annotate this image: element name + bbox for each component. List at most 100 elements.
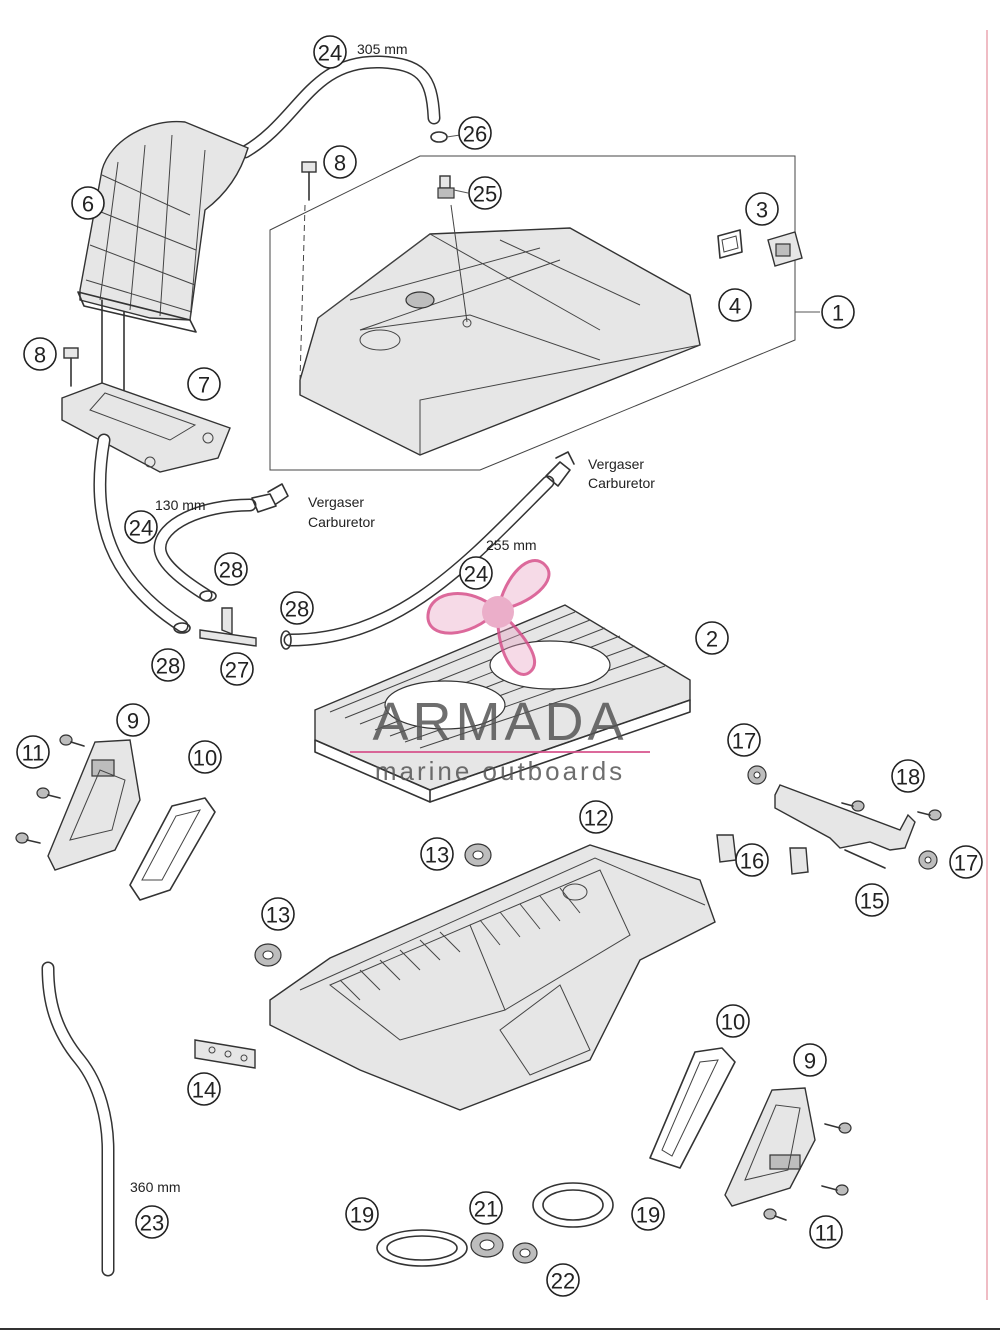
callout-2: 2 (695, 621, 729, 655)
svg-text:21: 21 (474, 1197, 498, 1222)
cover-9-right (724, 1087, 816, 1207)
callout-24a: 24 (313, 35, 347, 69)
svg-text:12: 12 (584, 806, 608, 831)
callout-28c: 28 (280, 591, 314, 625)
gasket-10-right (649, 1047, 736, 1169)
svg-text:24: 24 (129, 516, 153, 541)
grommet-17-right (918, 850, 938, 870)
svg-text:25: 25 (473, 182, 497, 207)
svg-text:13: 13 (425, 843, 449, 868)
clamp-28-c (280, 630, 292, 650)
grommet-17-top (747, 765, 767, 785)
svg-text:24: 24 (464, 562, 488, 587)
propeller-logo-icon (426, 559, 551, 676)
t-piece-27 (199, 607, 257, 647)
airbox-12 (269, 844, 716, 1111)
intake-boot-6 (77, 120, 249, 333)
callout-8a: 8 (23, 337, 57, 371)
callout-3: 3 (745, 192, 779, 226)
sticker-4 (717, 229, 743, 259)
grommet-13-b (254, 943, 282, 967)
seal-19-left (376, 1229, 468, 1267)
seal-22 (512, 1242, 538, 1264)
callout-21: 21 (469, 1191, 503, 1225)
svg-text:24: 24 (318, 41, 342, 66)
callout-17a: 17 (727, 723, 761, 757)
callout-4: 4 (718, 288, 752, 322)
note-carb-en-1: Carburetor (308, 514, 375, 530)
bolt-8-left (63, 347, 79, 387)
watermark-brand: ARMADA (372, 692, 627, 752)
callout-15: 15 (855, 883, 889, 917)
svg-text:23: 23 (140, 1211, 164, 1236)
nipple-25 (437, 175, 455, 199)
hose-left-long-28 (93, 433, 189, 633)
svg-text:10: 10 (193, 746, 217, 771)
callout-22: 22 (546, 1263, 580, 1297)
svg-text:22: 22 (551, 1269, 575, 1294)
screws-11-right (763, 1122, 852, 1221)
seal-19-right (532, 1182, 614, 1228)
cable-holder-14 (194, 1039, 256, 1069)
vent-cap-3 (767, 231, 803, 267)
seal-21 (470, 1232, 504, 1258)
svg-text:8: 8 (34, 343, 46, 368)
callout-19b: 19 (631, 1197, 665, 1231)
svg-text:28: 28 (285, 597, 309, 622)
callout-26: 26 (458, 116, 492, 150)
callout-27: 27 (220, 652, 254, 686)
note-carb-de-2: Vergaser (588, 456, 644, 472)
svg-text:11: 11 (815, 1221, 838, 1246)
callout-1: 1 (821, 295, 855, 329)
gasket-10-left (129, 797, 216, 901)
bolt-8-top (299, 161, 317, 381)
svg-text:10: 10 (721, 1010, 745, 1035)
watermark: ARMADA marine outboards (350, 559, 650, 786)
callout-25: 25 (468, 176, 502, 210)
callout-18: 18 (891, 759, 925, 793)
callout-19a: 19 (345, 1197, 379, 1231)
callout-24c: 24 (459, 556, 493, 590)
cover-9-left (47, 739, 141, 871)
svg-text:14: 14 (192, 1078, 216, 1103)
callout-12: 12 (579, 800, 613, 834)
note-360mm: 360 mm (130, 1179, 181, 1195)
svg-text:28: 28 (219, 558, 243, 583)
svg-text:16: 16 (740, 849, 764, 874)
svg-text:27: 27 (225, 658, 249, 683)
svg-text:9: 9 (804, 1049, 816, 1074)
clamp-28-a (173, 622, 191, 634)
watermark-tagline: marine outboards (375, 756, 625, 786)
screws-18 (841, 800, 942, 821)
callout-24b: 24 (124, 510, 158, 544)
callout-10b: 10 (716, 1004, 750, 1038)
hose-top-305 (238, 55, 441, 159)
callout-14: 14 (187, 1072, 221, 1106)
note-255mm: 255 mm (486, 537, 537, 553)
callout-13b: 13 (261, 897, 295, 931)
clamp-28-b (199, 590, 217, 602)
callout-28a: 28 (151, 648, 185, 682)
svg-text:7: 7 (198, 373, 210, 398)
callout-9b: 9 (793, 1043, 827, 1077)
svg-text:11: 11 (22, 741, 45, 766)
hose-255 (283, 451, 575, 647)
callout-11a: 11 (16, 735, 50, 769)
svg-text:2: 2 (706, 627, 718, 652)
callout-17b: 17 (949, 845, 983, 879)
callout-23: 23 (135, 1205, 169, 1239)
note-305mm: 305 mm (357, 41, 408, 57)
callout-16: 16 (735, 843, 769, 877)
intake-flange-7 (61, 299, 231, 473)
callout-10a: 10 (188, 740, 222, 774)
screws-11-left (15, 734, 85, 844)
callout-11b: 11 (809, 1215, 843, 1249)
callout-9a: 9 (116, 703, 150, 737)
clamp-26 (430, 131, 448, 143)
svg-text:28: 28 (156, 654, 180, 679)
air-filter-2 (314, 604, 691, 803)
airbox-cover-assembly-1 (269, 155, 796, 471)
drain-hose-23 (41, 961, 115, 1277)
svg-text:19: 19 (350, 1203, 374, 1228)
